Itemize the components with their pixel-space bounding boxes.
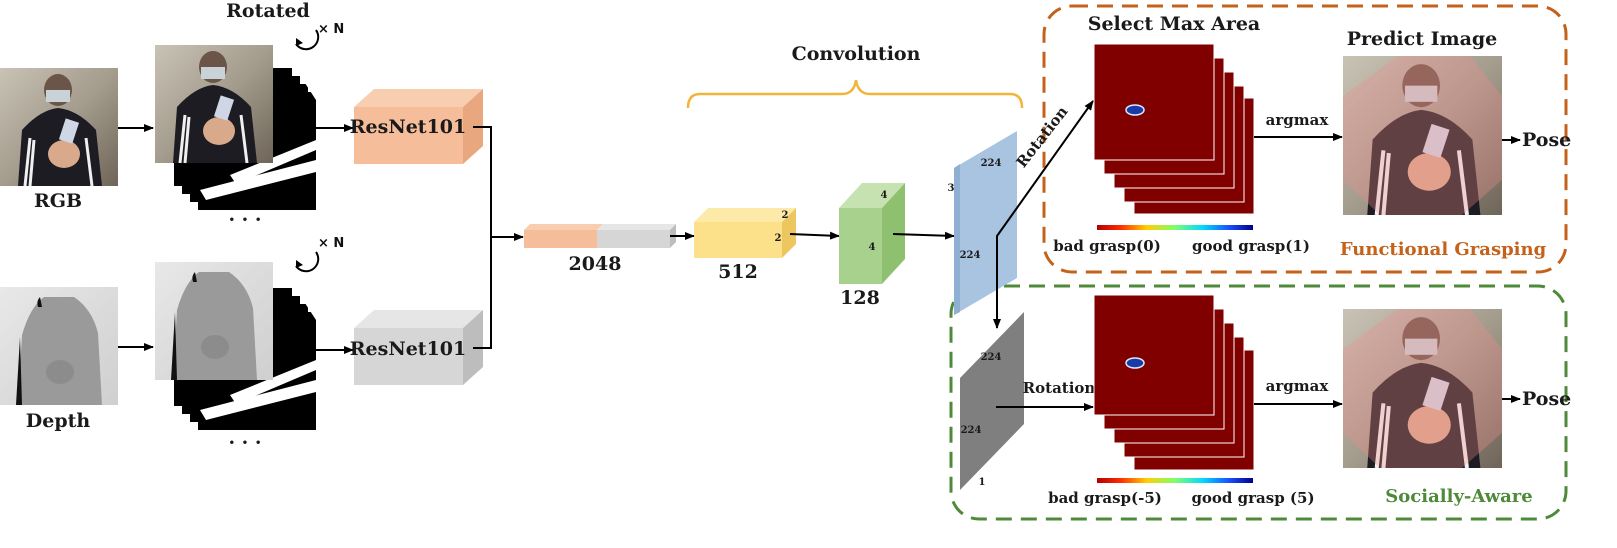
merge-line-bottom	[473, 237, 492, 349]
grey-width-label: 224	[981, 352, 1002, 363]
dim-512-depth-label: 2	[782, 210, 789, 221]
rgb-label: RGB	[34, 190, 82, 212]
rotation-arrow	[996, 100, 1094, 280]
times-n-top: × N	[318, 22, 344, 37]
good-grasp-top-label: good grasp(1)	[1192, 237, 1310, 255]
rotated-depth-stack	[155, 262, 316, 430]
dots-top: · · ·	[228, 209, 261, 231]
grey-map-plane	[960, 312, 1024, 490]
dots-bottom: · · ·	[228, 432, 261, 454]
resnet-rgb-label: ResNet101	[350, 116, 466, 138]
predicted-image-bottom	[1343, 309, 1502, 468]
times-n-bottom: × N	[318, 236, 344, 251]
dim-512-label: 512	[718, 261, 758, 283]
heatmap-stack-top	[1093, 43, 1255, 215]
depth-input-image	[0, 287, 118, 405]
select-max-area-label: Select Max Area	[1088, 13, 1261, 35]
rotated-rgb-stack	[153, 43, 316, 210]
grey-depth-label: 1	[979, 477, 986, 488]
arrow-right-icon	[892, 231, 955, 240]
feature-512-block	[694, 208, 796, 258]
bad-grasp-bottom-label: bad grasp(-5)	[1048, 489, 1162, 507]
arrow-right-icon	[789, 231, 840, 240]
argmax-bottom-label: argmax	[1266, 377, 1330, 395]
grey-height-label: 224	[961, 425, 982, 436]
feature-2048-block	[524, 224, 676, 248]
merge-line-top	[473, 126, 492, 237]
circular-arrow-icon	[295, 251, 320, 273]
heatmap-stack-bottom	[1093, 294, 1255, 471]
convolution-brace	[686, 79, 1024, 109]
good-grasp-bottom-label: good grasp (5)	[1191, 489, 1314, 507]
socially-aware-group	[949, 284, 1568, 521]
socially-aware-label: Socially-Aware	[1385, 486, 1532, 507]
rgb-input-image	[0, 66, 120, 188]
rotation-bottom-label: Rotation	[1023, 379, 1096, 397]
dim-128-label: 128	[840, 287, 880, 309]
resnet-depth-block	[354, 310, 483, 385]
dim-128-depth-label: 4	[881, 190, 888, 201]
predict-image-label: Predict Image	[1347, 28, 1498, 50]
colorbar-top	[1097, 225, 1253, 230]
dim-2048-label: 2048	[569, 253, 622, 275]
functional-grasping-group	[1042, 4, 1568, 274]
rotated-label: Rotated	[226, 0, 310, 22]
pose-bottom-label: Pose	[1522, 388, 1571, 410]
dim-224-depth-label: 3	[948, 183, 955, 194]
feature-224-block	[954, 131, 1017, 315]
resnet-rgb-block	[354, 89, 483, 164]
pose-top-label: Pose	[1522, 129, 1571, 151]
functional-grasping-label: Functional Grasping	[1340, 239, 1547, 260]
dim-224-width-label: 224	[981, 158, 1002, 169]
circular-arrow-icon	[295, 29, 320, 51]
rotation-diag-label: Rotation	[1013, 103, 1072, 171]
dim-128-height-label: 4	[869, 242, 876, 253]
colorbar-bottom	[1097, 478, 1253, 483]
dim-512-height-label: 2	[775, 233, 782, 244]
convolution-label: Convolution	[792, 43, 921, 65]
bad-grasp-top-label: bad grasp(0)	[1053, 237, 1161, 255]
dim-224-height-label: 224	[960, 250, 981, 261]
argmax-top-label: argmax	[1266, 111, 1330, 129]
resnet-depth-label: ResNet101	[350, 338, 466, 360]
predicted-image-top	[1343, 56, 1502, 215]
depth-label: Depth	[26, 410, 91, 432]
